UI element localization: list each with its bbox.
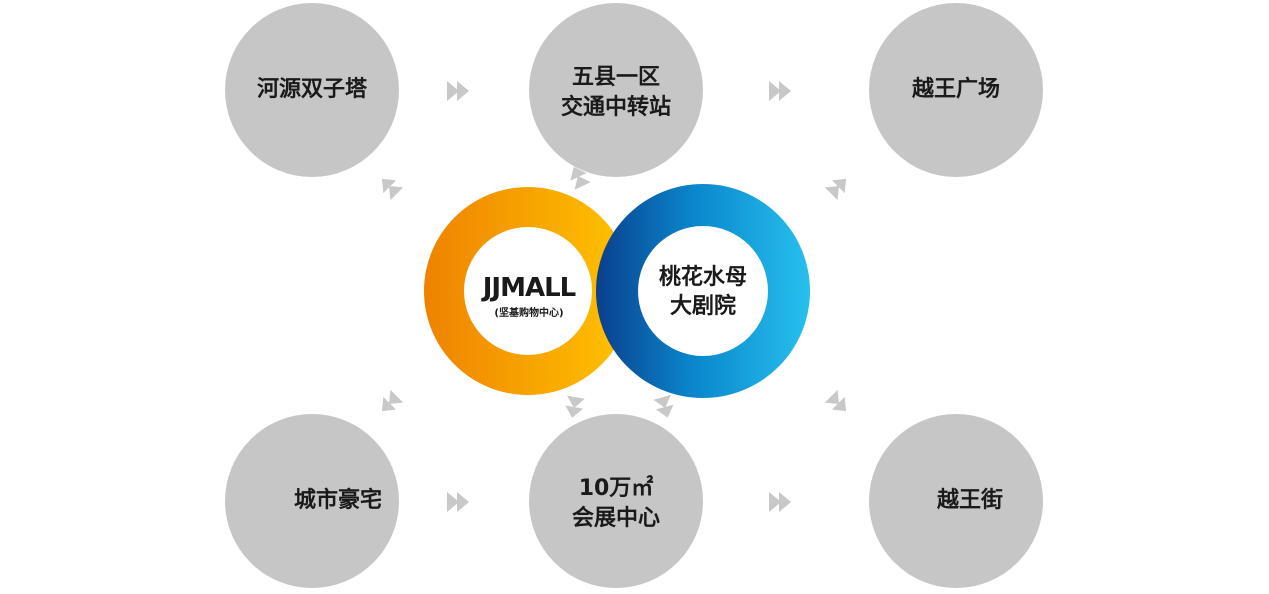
arrow-up-right-icon xyxy=(824,178,847,201)
arrow-right-icon xyxy=(447,492,469,512)
arrow-right-icon xyxy=(447,81,469,101)
hub-jellyfish-line2: 大剧院 xyxy=(670,293,736,319)
node-yuewang-street: 越王街 xyxy=(869,414,1043,588)
hub-jellyfish-line1: 桃花水母 xyxy=(659,264,747,290)
node-yuewang-street-label: 越王街 xyxy=(936,487,1003,513)
node-yuewang-plaza: 越王广场 xyxy=(869,3,1043,177)
node-heyuan-label: 河源双子塔 xyxy=(257,77,368,102)
node-city-mansion-label: 城市豪宅 xyxy=(294,487,382,513)
hub-jjmall xyxy=(424,187,632,395)
node-expo-line1: 10万㎡ xyxy=(579,475,654,501)
node-wuxian-line1: 五县一区 xyxy=(572,65,660,90)
arrow-down-icon xyxy=(565,395,585,418)
arrow-down-icon xyxy=(653,395,674,418)
arrow-up-left-icon xyxy=(570,166,591,190)
arrow-down-left-icon xyxy=(381,389,404,412)
node-expo-line2: 会展中心 xyxy=(572,505,660,531)
hub-jellyfish xyxy=(596,184,810,398)
node-yuewang-plaza-label: 越王广场 xyxy=(911,76,1000,102)
arrow-up-left-icon xyxy=(381,178,404,201)
arrow-right-icon xyxy=(769,492,791,512)
hub-jjmall-title: JJMALL xyxy=(481,273,576,303)
arrow-right-icon xyxy=(769,81,791,101)
node-city-mansion: 城市豪宅 xyxy=(225,414,399,588)
node-wuxian-line2: 交通中转站 xyxy=(561,94,671,120)
node-heyuan: 河源双子塔 xyxy=(225,3,399,177)
node-expo: 10万㎡ 会展中心 xyxy=(529,414,703,588)
arrow-down-right-icon xyxy=(824,389,847,412)
node-wuxian: 五县一区 交通中转站 xyxy=(529,3,703,177)
hub-jjmall-subtitle: (坚基购物中心) xyxy=(494,306,563,319)
